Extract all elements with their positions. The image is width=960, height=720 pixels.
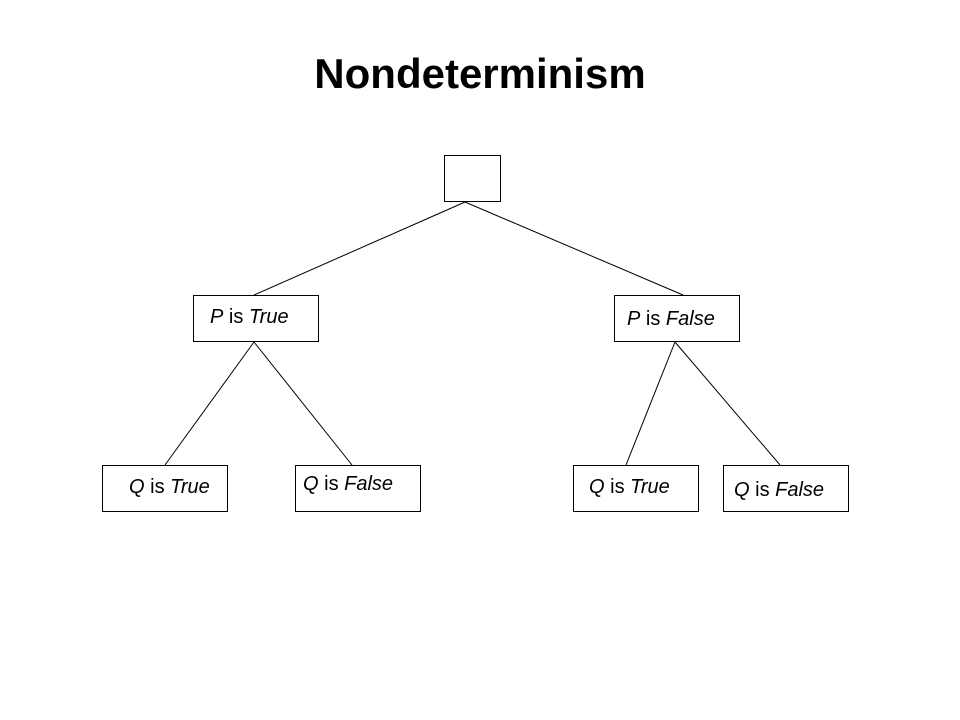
- node-var: P: [627, 308, 641, 330]
- edge-p-true-to-q-true: [164, 341, 255, 466]
- node-var: Q: [303, 473, 319, 495]
- slide-title: Nondeterminism: [314, 50, 646, 97]
- edge-root-to-p-false: [464, 201, 684, 296]
- node-connector: is: [150, 476, 165, 498]
- node-value: False: [775, 479, 825, 501]
- node-connector: is: [610, 476, 625, 498]
- node-connector: is: [645, 308, 661, 330]
- edge-p-false-to-q-false: [674, 341, 781, 466]
- node-connector: is: [228, 306, 244, 328]
- edge-p-true-to-q-false: [253, 341, 353, 466]
- node-q-false-right: Q is False: [723, 465, 849, 512]
- node-value: False: [665, 308, 715, 330]
- node-p-false: P is False: [614, 295, 740, 342]
- node-var: Q: [129, 476, 145, 498]
- node-connector: is: [755, 479, 770, 501]
- node-q-true-left: Q is True: [102, 465, 228, 512]
- node-p-true: P is True: [193, 295, 319, 342]
- node-var: Q: [589, 476, 605, 498]
- node-value: True: [248, 306, 289, 328]
- edge-root-to-p-true: [253, 201, 466, 296]
- node-value: False: [344, 473, 394, 495]
- node-value: True: [170, 476, 210, 498]
- edge-p-false-to-q-true: [625, 341, 676, 466]
- node-var: P: [210, 306, 224, 328]
- root-node: [444, 155, 501, 202]
- node-var: Q: [734, 479, 750, 501]
- node-value: True: [630, 476, 670, 498]
- node-q-true-right: Q is True: [573, 465, 699, 512]
- node-q-false-left: Q is False: [295, 465, 421, 512]
- node-connector: is: [324, 473, 339, 495]
